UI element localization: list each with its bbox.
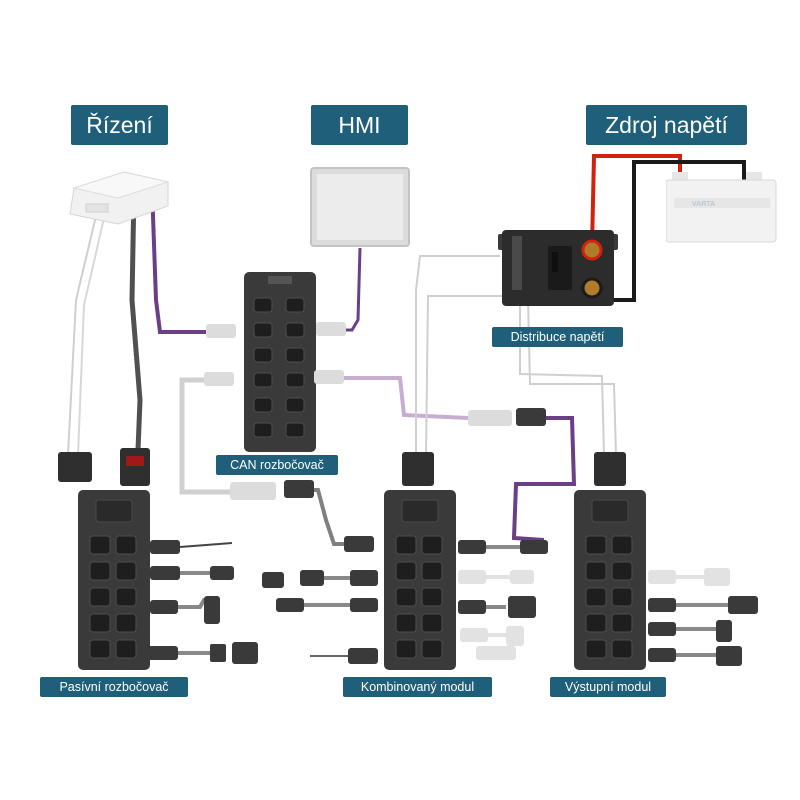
can-port <box>253 397 273 413</box>
hmi-display <box>310 167 410 247</box>
module-port <box>115 535 137 555</box>
module-port <box>611 639 633 659</box>
module-port <box>395 639 417 659</box>
adapter-passive-1 <box>150 540 180 554</box>
module-port <box>611 613 633 633</box>
adapter-passive-4 <box>148 646 178 660</box>
module-port <box>421 535 443 555</box>
combined-module-connector <box>402 452 434 486</box>
module-port <box>395 535 417 555</box>
label-pasivni-rozbocovac: Pasívní rozbočovač <box>40 677 188 697</box>
combined-module <box>384 490 456 670</box>
adapter-combined-r4 <box>460 628 488 642</box>
label-vystupni-modul: Výstupní modul <box>550 677 666 697</box>
can-hub <box>244 272 316 452</box>
adapter-combined-l2 <box>276 598 304 612</box>
label-distribuce-napeti: Distribuce napětí <box>492 327 623 347</box>
battery-brand: VARTA <box>692 201 715 208</box>
output-module <box>574 490 646 670</box>
plug-grey-2 <box>284 480 314 498</box>
module-port <box>115 587 137 607</box>
module-port <box>395 613 417 633</box>
label-kombinovany-modul: Kombinovaný modul <box>343 677 492 697</box>
module-port <box>89 613 111 633</box>
label-can-rozbocovac: CAN rozbočovač <box>216 455 338 475</box>
module-port <box>585 561 607 581</box>
adapter-combined-l3 <box>348 648 378 664</box>
output-module-connector <box>594 452 626 486</box>
adapter-output-2 <box>648 598 676 612</box>
module-port <box>421 561 443 581</box>
adapter-passive-3 <box>150 600 178 614</box>
adapter-passive-2 <box>150 566 180 580</box>
module-port <box>395 561 417 581</box>
power-distribution-unit <box>498 230 618 306</box>
wire-can-output <box>511 416 577 542</box>
adapter-output-4 <box>648 648 676 662</box>
wire-dist-combined-2 <box>425 295 504 456</box>
can-port <box>285 297 305 313</box>
can-port <box>253 422 273 438</box>
module-port <box>89 587 111 607</box>
can-port <box>253 347 273 363</box>
passive-hub-connectors <box>58 448 150 486</box>
wire-ctrl-light-1 <box>67 215 97 456</box>
module-port <box>115 613 137 633</box>
adapter-combined-r2 <box>458 570 486 584</box>
can-port <box>253 297 273 313</box>
wire-dist-combined-1 <box>415 255 500 455</box>
module-port <box>611 561 633 581</box>
can-port <box>285 347 305 363</box>
can-port <box>253 372 273 388</box>
plug-grey-1 <box>230 482 276 500</box>
wire-ctrl-dark <box>129 189 143 451</box>
plug-can-left-2 <box>204 372 234 386</box>
can-port <box>285 322 305 338</box>
can-port <box>253 322 273 338</box>
wire-power-black <box>598 160 746 302</box>
module-port <box>89 535 111 555</box>
module-port <box>585 639 607 659</box>
module-port <box>611 535 633 555</box>
module-port <box>585 535 607 555</box>
plug-mid-2 <box>516 408 546 426</box>
controller-device <box>69 171 170 225</box>
header-hmi: HMI <box>311 105 408 145</box>
battery: VARTA <box>666 172 777 243</box>
header-rizeni: Řízení <box>71 105 168 145</box>
adapter-output-1 <box>648 570 676 584</box>
wire-can-hub-right <box>344 376 469 420</box>
plug-can-left-1 <box>206 324 236 338</box>
adapter-output-3 <box>648 622 676 636</box>
header-zdroj-napeti: Zdroj napětí <box>586 105 747 145</box>
module-port <box>611 587 633 607</box>
passive-hub-module <box>78 490 150 670</box>
module-port <box>89 639 111 659</box>
plug-combined-in <box>344 536 374 552</box>
module-port <box>89 561 111 581</box>
wire-can-hub-left <box>179 377 232 495</box>
wire-ctrl-light-2 <box>77 217 105 456</box>
adapter-combined-r1 <box>458 540 486 554</box>
can-port <box>285 372 305 388</box>
adapter-combined-r5 <box>476 646 516 660</box>
module-port <box>585 613 607 633</box>
module-port <box>115 639 137 659</box>
adapter-combined-r3 <box>458 600 486 614</box>
can-port <box>285 422 305 438</box>
adapter-combined-l1 <box>262 572 284 588</box>
module-port <box>115 561 137 581</box>
module-port <box>395 587 417 607</box>
module-port <box>421 587 443 607</box>
can-port <box>285 397 305 413</box>
plug-can-right-2 <box>314 370 344 384</box>
plug-can-right-1 <box>316 322 346 336</box>
module-port <box>421 639 443 659</box>
plug-mid-1 <box>468 410 512 426</box>
module-port <box>421 613 443 633</box>
module-port <box>585 587 607 607</box>
